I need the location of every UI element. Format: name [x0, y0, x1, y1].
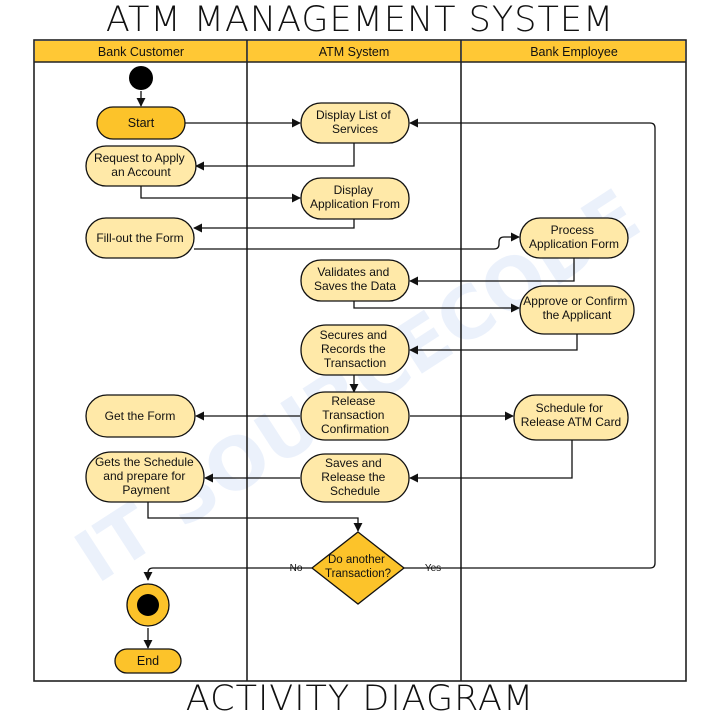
node-release-confirmation-label: Release Transaction Confirmation [321, 394, 389, 436]
edge-getschedule-decision [147, 502, 363, 532]
lane-header-customer [35, 41, 247, 62]
edge-display-request [195, 142, 355, 171]
node-get-schedule [85, 451, 205, 503]
activity-labels: Display List of Services Request to Appl… [94, 108, 630, 498]
node-get-form [85, 394, 196, 438]
edge-process-validate [409, 256, 575, 286]
node-approve-applicant [519, 285, 635, 335]
node-request-account [85, 145, 197, 187]
node-start-label: Start [128, 116, 155, 130]
node-secure-transaction [300, 324, 410, 376]
node-secure-transaction-label: Secures and Records the Transaction [320, 328, 391, 370]
node-fill-form-label: Fill-out the Form [96, 231, 183, 245]
node-save-schedule [300, 453, 410, 503]
edge-approve-secure [409, 334, 578, 355]
edge-fill-process [194, 232, 520, 250]
lane-header-system [248, 41, 461, 62]
edge-displayform-fill [193, 218, 355, 233]
node-end-label: End [137, 654, 159, 668]
node-schedule-card-label: Schedule for Release ATM Card [521, 401, 621, 429]
lane-label-employee: Bank Employee [530, 45, 618, 59]
edge-validate-approve [353, 300, 520, 313]
node-validate-data-label: Validates and Saves the Data [314, 265, 396, 293]
node-fill-form [85, 217, 195, 259]
lane-label-customer: Bank Customer [98, 45, 184, 59]
node-save-schedule-label: Saves and Release the Schedule [321, 456, 388, 498]
edge-decision-no [143, 567, 312, 581]
diagram-subtitle: ACTIVITY DIAGRAM [185, 679, 535, 719]
initial-node [129, 66, 153, 90]
node-display-form-label: Display Application From [310, 183, 400, 211]
edges [136, 91, 656, 649]
node-end [114, 648, 182, 674]
node-approve-applicant-label: Approve or Confirm the Applicant [523, 294, 630, 322]
node-process-form-label: Process Application Form [529, 223, 619, 251]
diagram-title: ATM MANAGEMENT SYSTEM [105, 0, 615, 40]
edge-decision-yes [404, 118, 656, 569]
node-start [96, 106, 186, 140]
node-release-confirmation [300, 391, 410, 441]
diagram-frame [33, 39, 687, 682]
edge-schedule-save [409, 440, 573, 483]
decision-node [310, 531, 406, 605]
decision-label: Do another Transaction? [325, 554, 391, 580]
edge-request-displayform [140, 184, 301, 203]
lane-label-system: ATM System [319, 45, 390, 59]
node-display-form [300, 177, 410, 220]
node-display-services [300, 102, 410, 144]
lane-header-employee [462, 41, 685, 62]
node-display-services-label: Display List of Services [316, 108, 394, 136]
node-process-form [519, 217, 629, 259]
node-get-form-label: Get the Form [105, 409, 176, 423]
edge-label-no: No [290, 563, 303, 574]
node-schedule-card [513, 394, 629, 441]
node-validate-data [300, 259, 410, 302]
activity-nodes [85, 102, 635, 503]
node-request-account-label: Request to Apply an Account [94, 151, 188, 179]
final-node-core [137, 594, 159, 616]
node-get-schedule-label: Gets the Schedule and prepare for Paymen… [95, 455, 197, 497]
edge-label-yes: Yes [425, 563, 441, 574]
